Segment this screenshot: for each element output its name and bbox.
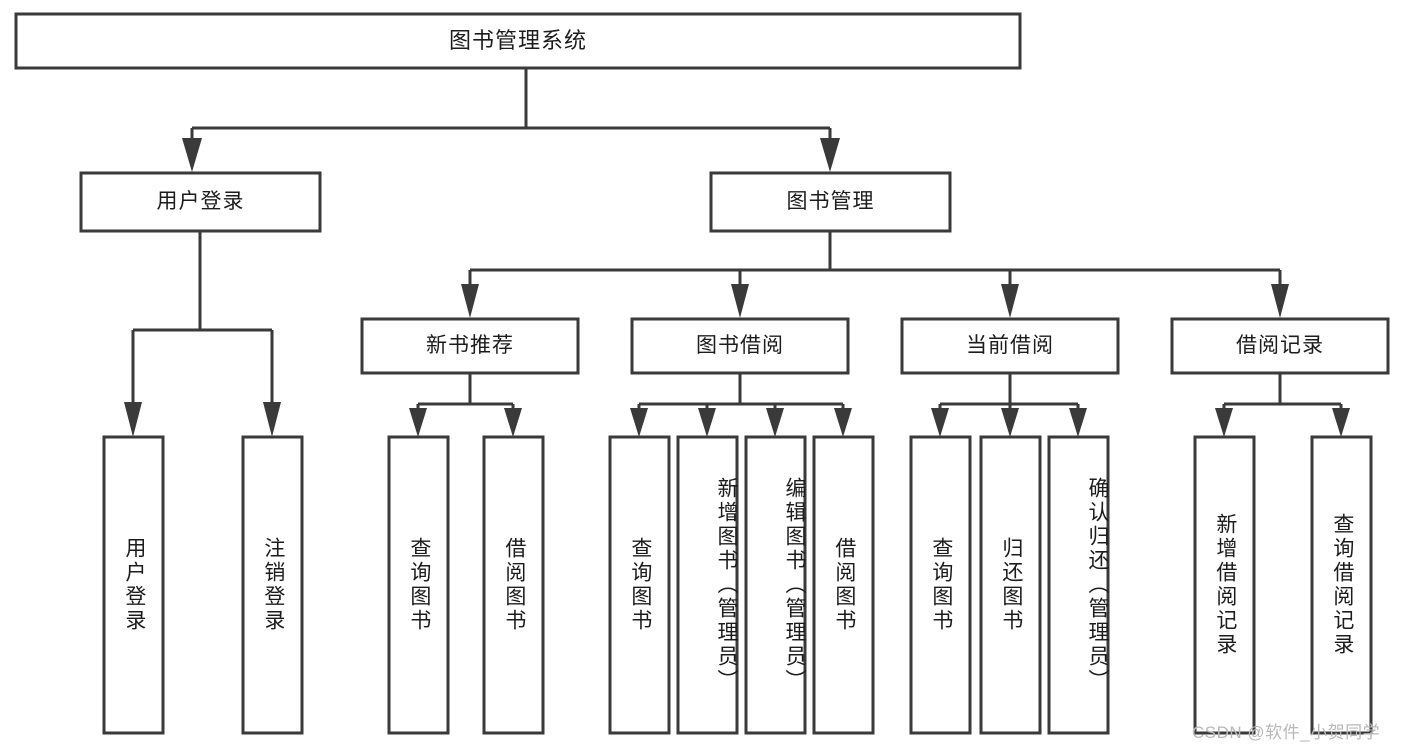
node-level2-2-box[interactable]	[900, 317, 1120, 375]
leaf-record-1-box[interactable]	[1310, 435, 1373, 735]
node-level1-1-box[interactable]	[709, 171, 952, 233]
arrow-borrow-leaf-0	[630, 408, 648, 437]
leaf-userlogin-0-box[interactable]	[102, 435, 165, 735]
leaf-current-2-box[interactable]	[1047, 435, 1110, 735]
arrow-level1-1	[820, 138, 840, 172]
leaf-newbook-1-box[interactable]	[482, 435, 545, 735]
arrow-record-leaf-1	[1332, 408, 1350, 437]
leaf-current-1-box[interactable]	[979, 435, 1042, 735]
arrow-level2-1	[731, 284, 749, 318]
leaf-borrow-3-box[interactable]	[812, 435, 875, 735]
leaf-current-0-box[interactable]	[909, 435, 972, 735]
arrow-borrow-leaf-3	[834, 408, 852, 437]
arrow-level1-0	[182, 138, 202, 172]
node-level2-1-box[interactable]	[630, 317, 850, 375]
arrow-record-leaf-0	[1215, 408, 1233, 437]
arrow-current-leaf-2	[1069, 408, 1087, 437]
leaf-newbook-0-box[interactable]	[387, 435, 450, 735]
node-level2-3-box[interactable]	[1170, 317, 1390, 375]
arrow-newbook-leaf-1	[504, 408, 522, 437]
node-root-box[interactable]	[14, 12, 1022, 70]
arrow-userlogin-leaf-0	[124, 402, 142, 437]
node-level2-0-box[interactable]	[360, 317, 580, 375]
arrow-borrow-leaf-2	[766, 408, 784, 437]
node-level1-0-box[interactable]	[79, 171, 322, 233]
arrow-level2-0	[461, 284, 479, 318]
arrow-level2-2	[1001, 284, 1019, 318]
leaf-record-0-box[interactable]	[1193, 435, 1256, 735]
arrow-userlogin-leaf-1	[263, 402, 281, 437]
arrow-current-leaf-1	[1001, 408, 1019, 437]
arrow-level2-3	[1271, 284, 1289, 318]
arrow-borrow-leaf-1	[698, 408, 716, 437]
arrow-current-leaf-0	[931, 408, 949, 437]
leaf-borrow-2-box[interactable]	[744, 435, 807, 735]
arrow-newbook-leaf-0	[409, 408, 427, 437]
leaf-borrow-1-box[interactable]	[676, 435, 739, 735]
leaf-borrow-0-box[interactable]	[608, 435, 671, 735]
leaf-userlogin-1-box[interactable]	[241, 435, 304, 735]
